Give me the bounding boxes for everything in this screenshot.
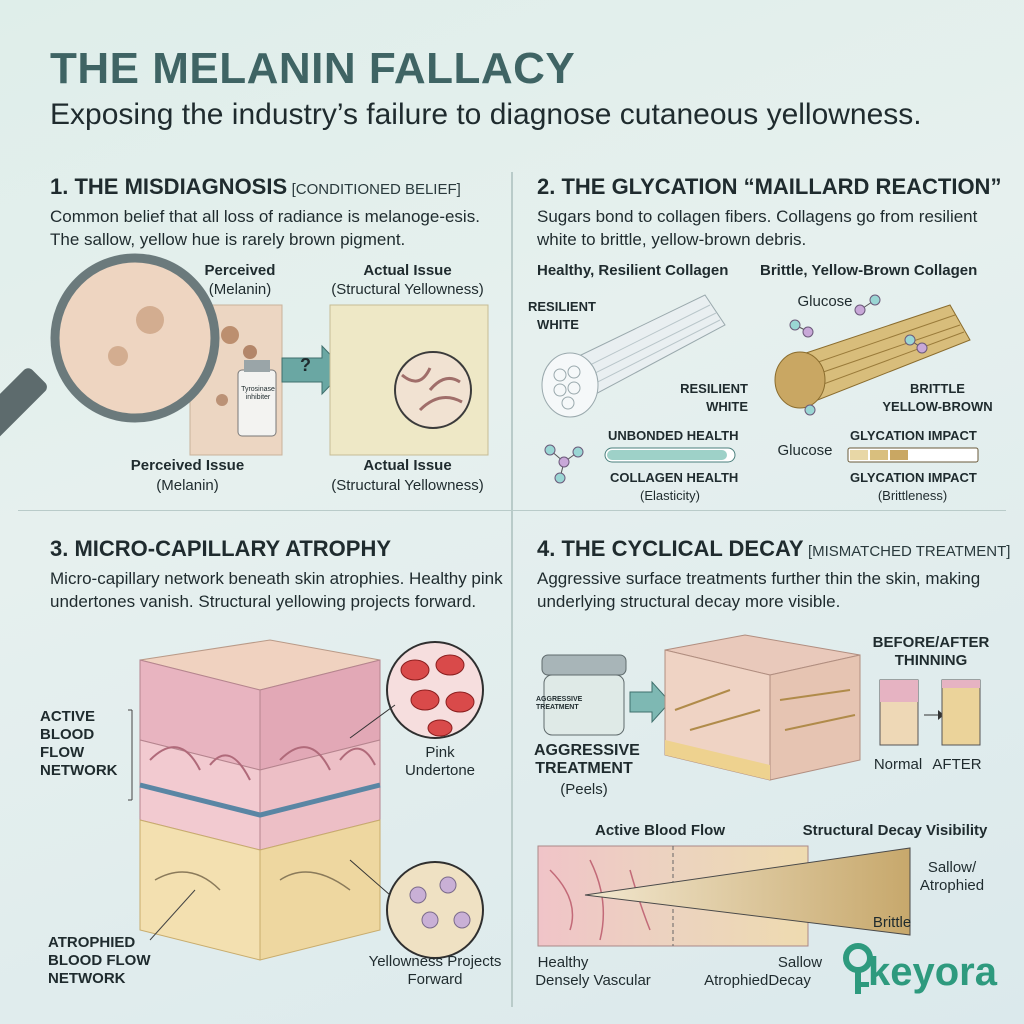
- vertical-divider: [511, 172, 513, 1007]
- cyclical-decay-illustration: [537, 634, 981, 947]
- perceived-bottom-label: Perceived Issue: [130, 457, 245, 474]
- section4-title: 4. THE CYCLICAL DECAY: [537, 536, 804, 561]
- healthy-collagen-heading: Healthy, Resilient Collagen: [537, 262, 729, 279]
- glycation-impact-label: GLYCATION IMPACT: [850, 470, 977, 485]
- glucose-bottom-label: Glucose: [777, 442, 833, 459]
- actual-top-sub: (Structural Yellowness): [331, 281, 484, 298]
- page-title: THE MELANIN FALLACY: [50, 44, 576, 93]
- before-after-label: BEFORE/AFTER THINNING: [872, 634, 990, 669]
- resilient-white-right: RESILIENT WHITE: [680, 381, 748, 414]
- active-blood-flow-label: ACTIVE BLOOD FLOW NETWORK: [40, 708, 118, 779]
- section1-body: Common belief that all loss of radiance …: [50, 207, 480, 249]
- section3-body: Micro-capillary network beneath skin atr…: [50, 569, 503, 611]
- perceived-bottom-sub: (Melanin): [156, 477, 219, 494]
- yellowness-label: Yellowness Projects Forward: [368, 953, 502, 988]
- keyora-key-icon: [843, 943, 873, 994]
- capillary-line: [139, 782, 381, 818]
- perceived-top-sub: (Melanin): [208, 281, 272, 298]
- resilient-white-left: RESILIENT WHITE: [528, 299, 596, 332]
- misdiagnosis-illustration: [0, 253, 489, 456]
- brittle-label: Brittle: [872, 914, 912, 931]
- capillary-skin-block: [128, 639, 484, 961]
- section4-body: Aggressive surface treatments further th…: [537, 569, 981, 611]
- perceived-top-label: Perceived: [204, 262, 276, 279]
- glucose-top-label: Glucose: [797, 293, 853, 310]
- section3-title: 3. MICRO-CAPILLARY ATROPHY: [50, 536, 392, 561]
- structure-magnifier: [394, 351, 472, 429]
- healthy-label: Healthy: [537, 954, 589, 971]
- after-skin-sample: [941, 679, 981, 746]
- atrophied-blood-flow-label: ATROPHIED BLOOD FLOW NETWORK: [48, 934, 151, 987]
- collagen-illustration: [541, 294, 979, 484]
- actual-bottom-sub: (Structural Yellowness): [331, 477, 484, 494]
- section4-tag: [MISMATCHED TREATMENT]: [807, 543, 1011, 560]
- magnifying-glass-icon: [50, 253, 220, 423]
- vial-label: Tyrosinase inhibiter: [241, 386, 275, 401]
- section1-heading: 1. THE MISDIAGNOSIS [CONDITIONED BELIEF]: [50, 174, 461, 200]
- section2-title: 2. THE GLYCATION “MAILLARD REACTION”: [537, 174, 1002, 199]
- jar-label: AGGRESSIVE TREATMENT: [536, 696, 583, 711]
- normal-label: Normal: [873, 756, 923, 773]
- unbonded-health-label: UNBONDED HEALTH: [608, 428, 739, 443]
- atrophied-decay-label: AtrophiedDecay: [704, 972, 811, 989]
- brittle-collagen-heading: Brittle, Yellow-Brown Collagen: [760, 262, 978, 279]
- healthy-collagen-bundle: [541, 294, 726, 418]
- sallow-label: Sallow: [777, 954, 823, 971]
- tyrosinase-vial-icon: [237, 369, 277, 437]
- arrow-right-icon: [629, 680, 671, 724]
- pink-undertone-label: Pink Undertone: [404, 744, 476, 779]
- page-subtitle: Exposing the industry’s failure to diagn…: [50, 98, 922, 131]
- glycation-impact-sub: (Brittleness): [877, 488, 948, 503]
- aggressive-treatment-sub: (Peels): [560, 781, 608, 798]
- structural-decay-heading: Structural Decay Visibility: [802, 822, 988, 839]
- section1-title: 1. THE MISDIAGNOSIS: [50, 174, 288, 199]
- aggressive-treatment-label: AGGRESSIVE TREATMENT: [534, 742, 640, 777]
- collagen-health-label: COLLAGEN HEALTH: [610, 470, 739, 485]
- yellow-cell-magnifier: [386, 861, 484, 959]
- after-label: AFTER: [932, 756, 982, 773]
- treatment-jar-icon: [541, 654, 627, 676]
- horizontal-divider: [18, 510, 1006, 511]
- sallow-atrophied-label: Sallow/ Atrophied: [919, 859, 985, 894]
- brittle-yellow-brown-label: BRITTLE YELLOW-BROWN: [882, 381, 993, 414]
- decay-visibility-wedge: [584, 847, 911, 936]
- section1-tag: [CONDITIONED BELIEF]: [291, 181, 461, 198]
- glucose-molecule-icon: [789, 294, 928, 416]
- section2-body: Sugars bond to collagen fibers. Collagen…: [537, 207, 978, 249]
- actual-top-label: Actual Issue: [363, 262, 452, 279]
- brand-logo: keyora: [868, 950, 997, 994]
- collagen-health-sub: (Elasticity): [640, 488, 700, 503]
- brittle-collagen-bundle: [774, 304, 971, 409]
- densely-vascular-label: Densely Vascular: [535, 972, 651, 989]
- glycation-impact-top-label: GLYCATION IMPACT: [850, 428, 977, 443]
- actual-bottom-label: Actual Issue: [363, 457, 452, 474]
- unbonded-molecule-icon: [544, 444, 584, 484]
- question-mark: ?: [300, 355, 311, 375]
- active-blood-flow-heading: Active Blood Flow: [594, 822, 725, 839]
- section4-heading: 4. THE CYCLICAL DECAY [MISMATCHED TREATM…: [537, 536, 1010, 562]
